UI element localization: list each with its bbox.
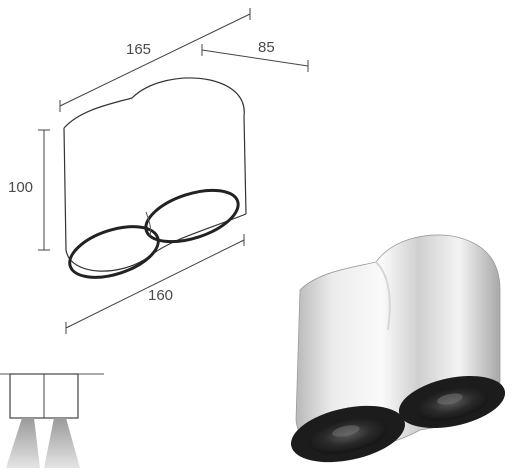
right-edge [243, 115, 247, 215]
bridge [145, 211, 151, 237]
bottom-outline [65, 213, 247, 272]
left-edge [63, 127, 67, 251]
beam-diagram [0, 373, 104, 468]
dimension-length-label: 165 [126, 41, 151, 58]
top-outline [63, 77, 245, 129]
beam-cone-right [44, 418, 80, 468]
dimension-height-label: 100 [8, 179, 33, 196]
front-opening [68, 225, 160, 279]
outline-drawing [63, 77, 247, 279]
dimension-base-label: 160 [148, 287, 173, 304]
dimension-depth-label: 85 [258, 39, 275, 56]
dimension-lines [38, 8, 309, 334]
rear-opening [144, 188, 240, 244]
product-photo [291, 234, 506, 463]
beam-cone-left [6, 418, 40, 468]
